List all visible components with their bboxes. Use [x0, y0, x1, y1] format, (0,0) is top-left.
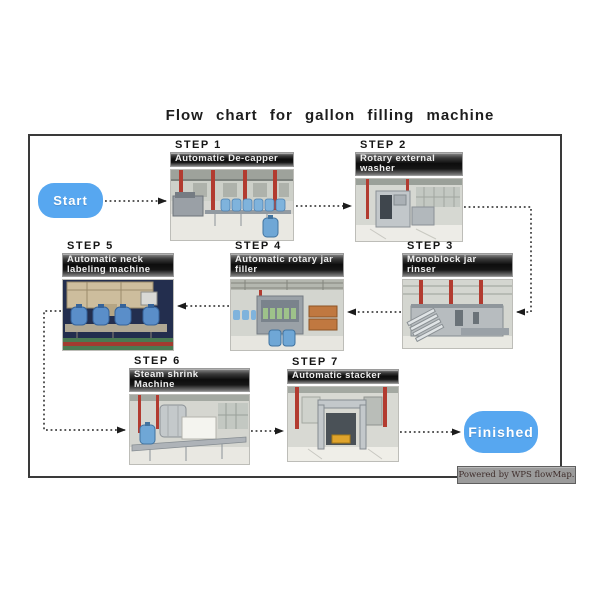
- step6-label: STEP 6: [134, 355, 181, 367]
- step1-node: STEP 1 Automatic De-capper: [170, 139, 294, 241]
- step2-node: STEP 2 Rotary external washer: [355, 139, 463, 242]
- step5-label: STEP 5: [67, 240, 114, 252]
- step1-caption: Automatic De-capper: [170, 152, 294, 167]
- step7-node: STEP 7 Automatic stacker: [287, 356, 399, 462]
- start-node: Start: [38, 183, 103, 218]
- step4-caption: Automatic rotary jar filler: [230, 253, 344, 277]
- step5-node: STEP 5 Automatic neck labeling machine: [62, 240, 174, 351]
- step2-caption: Rotary external washer: [355, 152, 463, 176]
- step3-photo: [402, 279, 513, 349]
- step3-caption: Monoblock jar rinser: [402, 253, 513, 277]
- step6-photo: [129, 394, 250, 465]
- start-node-label: Start: [53, 193, 88, 208]
- step3-label: STEP 3: [407, 240, 454, 252]
- step4-label: STEP 4: [235, 240, 282, 252]
- finished-node: Finished: [464, 411, 538, 453]
- step6-caption: Steam shrink Machine: [129, 368, 250, 392]
- step3-node: STEP 3 Monoblock jar rinser: [402, 240, 513, 349]
- step2-photo: [355, 178, 463, 242]
- step1-label: STEP 1: [175, 139, 222, 151]
- step5-caption: Automatic neck labeling machine: [62, 253, 174, 277]
- step2-label: STEP 2: [360, 139, 407, 151]
- watermark-badge: Powered by WPS flowMap.: [457, 466, 576, 484]
- step7-label: STEP 7: [292, 356, 339, 368]
- watermark-text: Powered by WPS flowMap.: [458, 470, 575, 480]
- step1-photo: [170, 169, 294, 241]
- page-title: Flow chart for gallon filling machine: [165, 107, 495, 124]
- step7-photo: [287, 386, 399, 462]
- step5-photo: [62, 279, 174, 351]
- step4-node: STEP 4 Automatic rotary jar filler: [230, 240, 344, 351]
- finished-node-label: Finished: [468, 424, 534, 440]
- step4-photo: [230, 279, 344, 351]
- step7-caption: Automatic stacker: [287, 369, 399, 384]
- step6-node: STEP 6 Steam shrink Machine: [129, 355, 250, 465]
